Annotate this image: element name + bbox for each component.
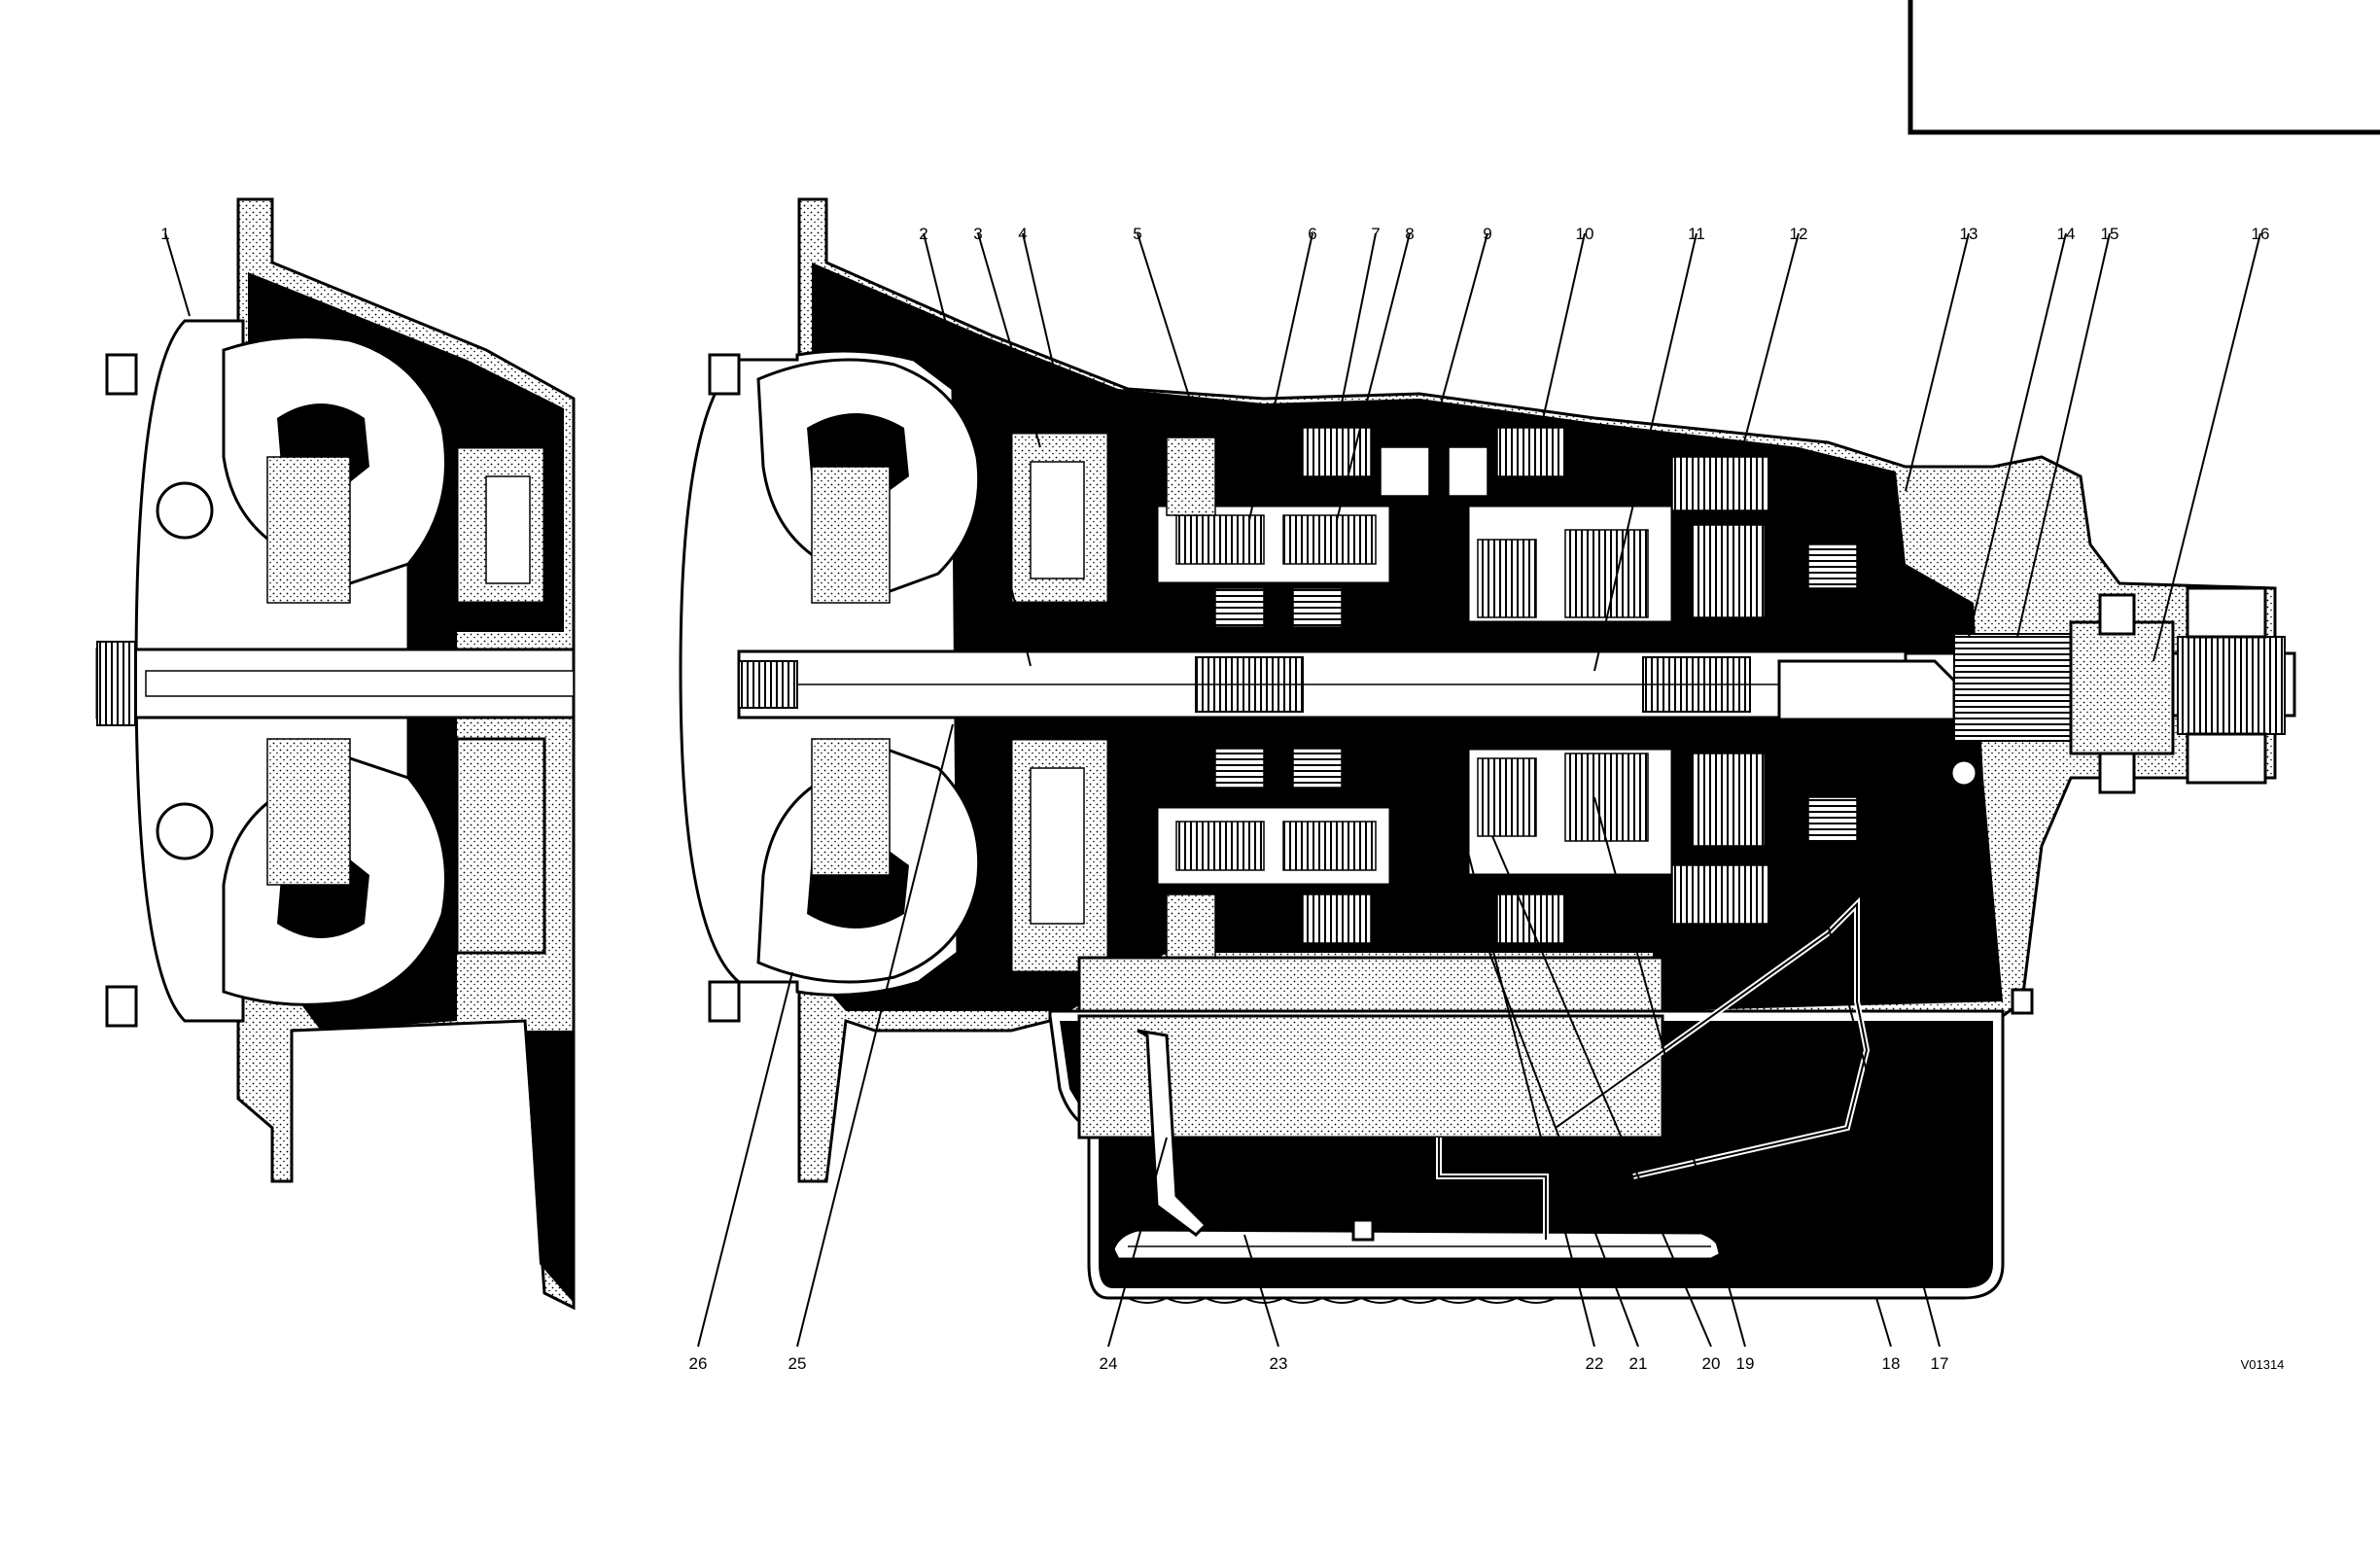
callout-22: 22 <box>1586 1354 1604 1373</box>
callout-9: 9 <box>1483 225 1491 243</box>
callout-12: 12 <box>1790 225 1808 243</box>
callout-19: 19 <box>1736 1354 1755 1373</box>
callout-6: 6 <box>1308 225 1316 243</box>
callout-21: 21 <box>1629 1354 1648 1373</box>
callout-25: 25 <box>788 1354 807 1373</box>
title-frame <box>1910 0 2380 132</box>
callout-23: 23 <box>1270 1354 1288 1373</box>
callout-15: 15 <box>2101 225 2119 243</box>
callout-16: 16 <box>2252 225 2270 243</box>
callout-14: 14 <box>2057 225 2076 243</box>
main-transmission-view <box>681 199 2294 1303</box>
callout-4: 4 <box>1018 225 1027 243</box>
left-partial-view <box>97 199 574 1308</box>
callout-7: 7 <box>1371 225 1380 243</box>
callout-8: 8 <box>1405 225 1414 243</box>
callout-11: 11 <box>1688 225 1705 243</box>
callout-13: 13 <box>1960 225 1978 243</box>
callout-10: 10 <box>1576 225 1594 243</box>
callout-3: 3 <box>973 225 982 243</box>
callout-2: 2 <box>919 225 928 243</box>
figure-code: V01314 <box>2241 1357 2285 1372</box>
callout-5: 5 <box>1133 225 1141 243</box>
callout-26: 26 <box>689 1354 708 1373</box>
callout-18: 18 <box>1882 1354 1901 1373</box>
callout-24: 24 <box>1100 1354 1118 1373</box>
callout-17: 17 <box>1931 1354 1949 1373</box>
callout-1: 1 <box>160 225 169 243</box>
callout-20: 20 <box>1702 1354 1721 1373</box>
